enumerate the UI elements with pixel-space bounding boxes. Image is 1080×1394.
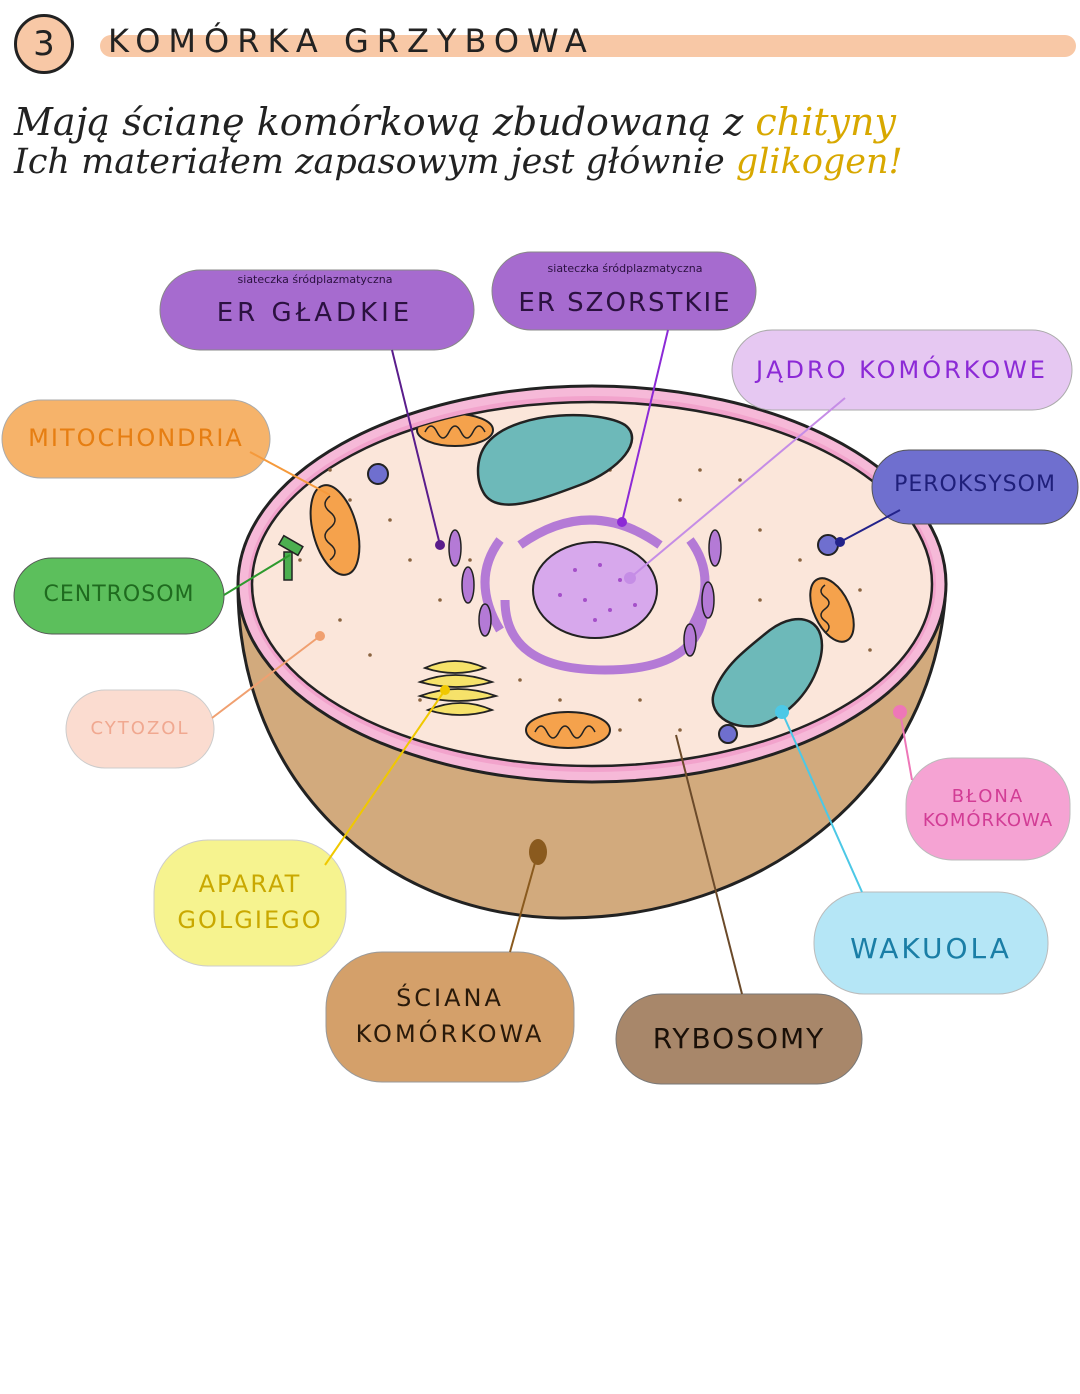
smooth-er-shape (448, 529, 722, 657)
label-cytosol: CYTOZOL (90, 718, 190, 739)
cloud-peroxisome (871, 449, 1079, 525)
label-membrane-2: KOMÓRKOWA (922, 810, 1054, 831)
label-ribosomes: RYBOSOMY (652, 1022, 826, 1055)
cloud-vacuole (813, 891, 1049, 995)
intro-line-1-highlight: chityny (755, 100, 896, 144)
cloud-membrane (905, 757, 1071, 861)
section-number: 3 (14, 14, 74, 74)
cloud-wall (325, 951, 575, 1083)
label-vacuole: WAKUOLA (850, 932, 1012, 965)
cloud-golgi (153, 839, 347, 967)
golgi-shape (417, 660, 499, 716)
label-er-smooth-small: siateczka śródplazmatyczna (237, 273, 393, 286)
peroxisome-2 (817, 534, 839, 556)
peroxisome-1 (367, 463, 389, 485)
peroxisome-3 (718, 724, 738, 744)
label-membrane-1: BŁONA (951, 786, 1025, 807)
vacuole-top (476, 413, 634, 506)
rough-er-rings (480, 515, 710, 675)
cloud-er-smooth (159, 269, 475, 351)
label-er-rough-small: siateczka śródplazmatyczna (547, 262, 703, 275)
intro-line-2-text: Ich materiałem zapasowym jest głównie (14, 142, 736, 182)
mitochondrion-right (809, 577, 855, 643)
mitochondrion-bottom (525, 711, 611, 749)
cloud-nucleus (731, 329, 1073, 411)
cloud-er-rough (491, 251, 757, 331)
label-peroxisome: PEROKSYSOM (894, 472, 1056, 497)
label-centrosome: CENTROSOM (43, 582, 195, 607)
leader-lines (211, 329, 913, 995)
cloud-cytosol (65, 689, 215, 769)
label-golgi-1: APARAT (198, 870, 302, 898)
cloud-ribosomes (615, 993, 863, 1085)
mitochondrion-left (309, 484, 361, 576)
label-er-smooth: ER GŁADKIE (216, 298, 414, 328)
title-highlight-bar (100, 35, 1076, 57)
nucleus-dots (558, 563, 637, 622)
ribosome-dots (298, 468, 872, 732)
cloud-mitochondria (1, 399, 271, 479)
label-er-rough: ER SZORSTKIE (518, 288, 732, 318)
intro-line-1-text: Mają ścianę komórkową zbudowaną z (14, 100, 756, 144)
cloud-centrosome (13, 557, 225, 635)
label-wall-2: KOMÓRKOWA (355, 1020, 545, 1048)
centrosome-shape (277, 534, 304, 581)
intro-line-2: Ich materiałem zapasowym jest głównie gl… (14, 142, 903, 182)
label-nucleus: JĄDRO KOMÓRKOWE (756, 356, 1048, 384)
page-title: KOMÓRKA GRZYBOWA (108, 22, 595, 60)
label-wall-1: ŚCIANA (396, 984, 504, 1012)
label-golgi-2: GOLGIEGO (177, 906, 323, 934)
intro-line-1: Mają ścianę komórkową zbudowaną z chityn… (14, 100, 896, 144)
label-mitochondria: MITOCHONDRIA (28, 424, 244, 452)
intro-line-2-highlight: glikogen! (735, 142, 903, 182)
nucleus-shape (532, 541, 658, 639)
header: 3 KOMÓRKA GRZYBOWA (0, 0, 1080, 80)
vacuole-right (711, 617, 824, 728)
